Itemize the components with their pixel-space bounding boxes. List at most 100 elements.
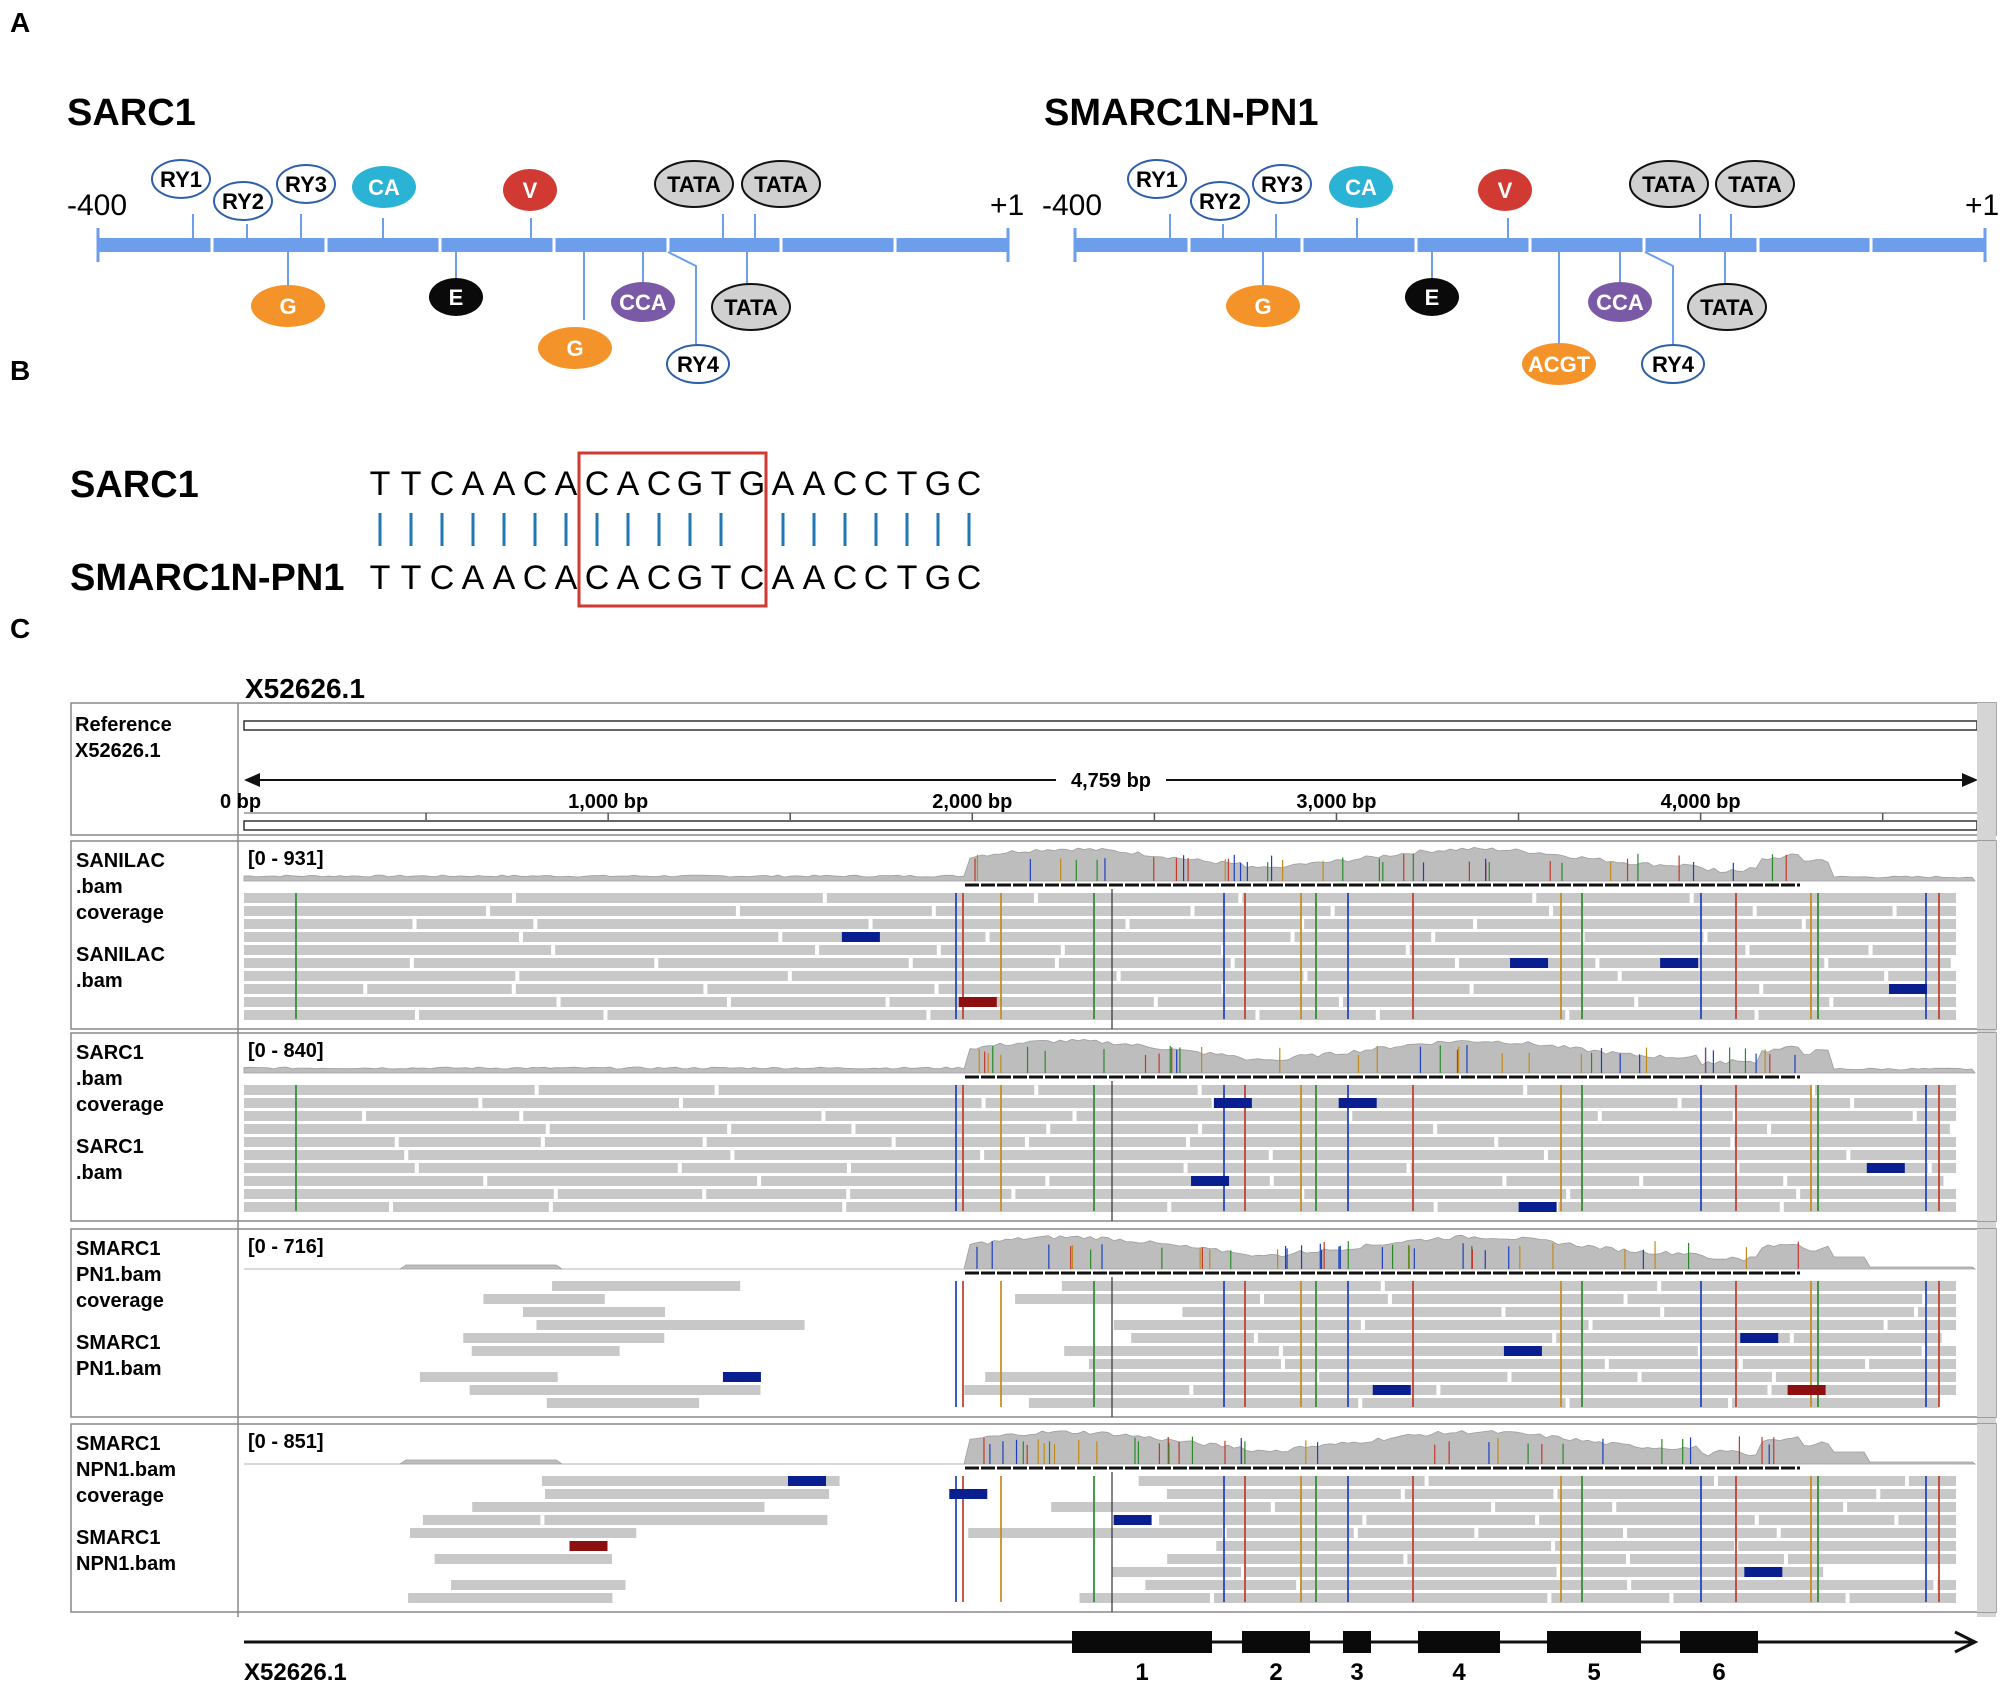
read (1569, 1010, 1755, 1020)
read (1643, 1176, 1784, 1186)
mismatch-column (1315, 1085, 1317, 1211)
mismatch-column (1315, 1281, 1317, 1407)
v-motif: V (1478, 169, 1532, 211)
read (761, 1176, 1046, 1186)
ca-motif: CA (352, 166, 416, 208)
track-scrollbar[interactable] (1977, 1424, 1996, 1612)
read (1742, 1359, 1866, 1369)
read (544, 1515, 828, 1525)
insertion-read (1338, 1098, 1377, 1108)
read (707, 984, 935, 994)
read (938, 984, 1222, 994)
seq2-base: A (462, 559, 485, 597)
read (1226, 1528, 1354, 1538)
ry4-motif: RY4 (1641, 344, 1705, 384)
track-scrollbar[interactable] (1977, 841, 1996, 1029)
motif-label: CCA (619, 290, 667, 315)
read (1440, 1385, 1768, 1395)
exon-5 (1547, 1631, 1641, 1653)
read (244, 932, 519, 942)
read (1015, 1294, 1260, 1304)
mismatch-column (1412, 893, 1414, 1019)
read (1908, 1476, 1956, 1486)
read (1734, 1137, 1956, 1147)
tata-motif-3: TATA (1687, 283, 1767, 331)
read (658, 958, 909, 968)
motif-label: RY1 (160, 167, 202, 192)
g-ellipse (538, 327, 612, 369)
track-scrollbar[interactable] (1977, 1033, 1996, 1221)
mismatch-column (1560, 1281, 1562, 1407)
tata-ellipse (654, 160, 734, 208)
ruler-scroll-bar[interactable] (243, 820, 1978, 831)
mismatch-column (1817, 893, 1819, 1019)
read (930, 1010, 1256, 1020)
motif-label: RY2 (222, 189, 264, 214)
read (1088, 1359, 1281, 1369)
read (1379, 1010, 1566, 1020)
motif-label: CA (368, 175, 400, 200)
read (1120, 971, 1304, 981)
read (463, 1333, 665, 1343)
mismatch-column (962, 1476, 964, 1602)
read (782, 932, 986, 942)
read (1428, 1476, 1714, 1486)
motif-label: TATA (1642, 172, 1696, 197)
map-end-label: +1 (990, 189, 1024, 222)
exon-4 (1418, 1631, 1500, 1653)
tata-motif-3: TATA (711, 283, 791, 331)
read (244, 1137, 395, 1147)
seq2-name: SMARC1N-PN1 (70, 557, 344, 599)
insertion-read (1510, 958, 1549, 968)
tata-ellipse (1687, 283, 1767, 331)
read (912, 958, 1055, 968)
read (1850, 1150, 1956, 1160)
read (731, 1124, 852, 1134)
read (1478, 1528, 1624, 1538)
ruler-total: 4,759 bp (1071, 770, 1151, 792)
read (1793, 1333, 1942, 1343)
read (1274, 1502, 1492, 1512)
read (422, 1515, 541, 1525)
read (1536, 893, 1690, 903)
v-ellipse (503, 169, 557, 211)
read (1187, 1163, 1407, 1173)
mismatch-column (1000, 1085, 1002, 1211)
exon-label: 2 (1269, 1659, 1282, 1686)
igv-browser: X52626.1 Reference X52626.1 4,759 bp 0 b… (70, 673, 1997, 1686)
read (791, 971, 1117, 981)
mismatch-column (1700, 1085, 1702, 1211)
track-scrollbar[interactable] (1977, 1229, 1996, 1417)
mismatch-column (1223, 1476, 1225, 1602)
read (1771, 1124, 1950, 1134)
mismatch-column (1412, 1085, 1414, 1211)
seq2-base: T (401, 559, 422, 597)
mismatch-column (1412, 1476, 1414, 1602)
g-motif: G (1226, 285, 1300, 327)
read (1925, 1346, 1956, 1356)
seq1-base: T (897, 465, 918, 503)
panel-b-letter: B (10, 355, 30, 386)
read (1129, 919, 1301, 929)
read (1050, 1124, 1199, 1134)
read (1739, 1163, 1928, 1173)
motif-label: V (523, 178, 538, 203)
motifs-sarc1: RY1 RY2 RY3 CA V TATA (151, 159, 821, 384)
read (1738, 1541, 1956, 1551)
timeline-sarc1 (96, 228, 1010, 262)
exon-1 (1072, 1631, 1212, 1653)
read (515, 984, 704, 994)
mismatch-column (1925, 1476, 1927, 1602)
read (1756, 906, 1893, 916)
acgt-ellipse (1522, 343, 1596, 385)
chromosome-ideogram[interactable] (243, 720, 1978, 731)
read (1673, 1593, 1846, 1603)
motif-label: TATA (667, 172, 721, 197)
read (490, 906, 736, 916)
mismatch-column (955, 1281, 957, 1407)
read (469, 1385, 761, 1395)
insertion-read (841, 932, 880, 942)
seq1-base: C (957, 465, 982, 503)
mismatch-column (1938, 1281, 1940, 1407)
